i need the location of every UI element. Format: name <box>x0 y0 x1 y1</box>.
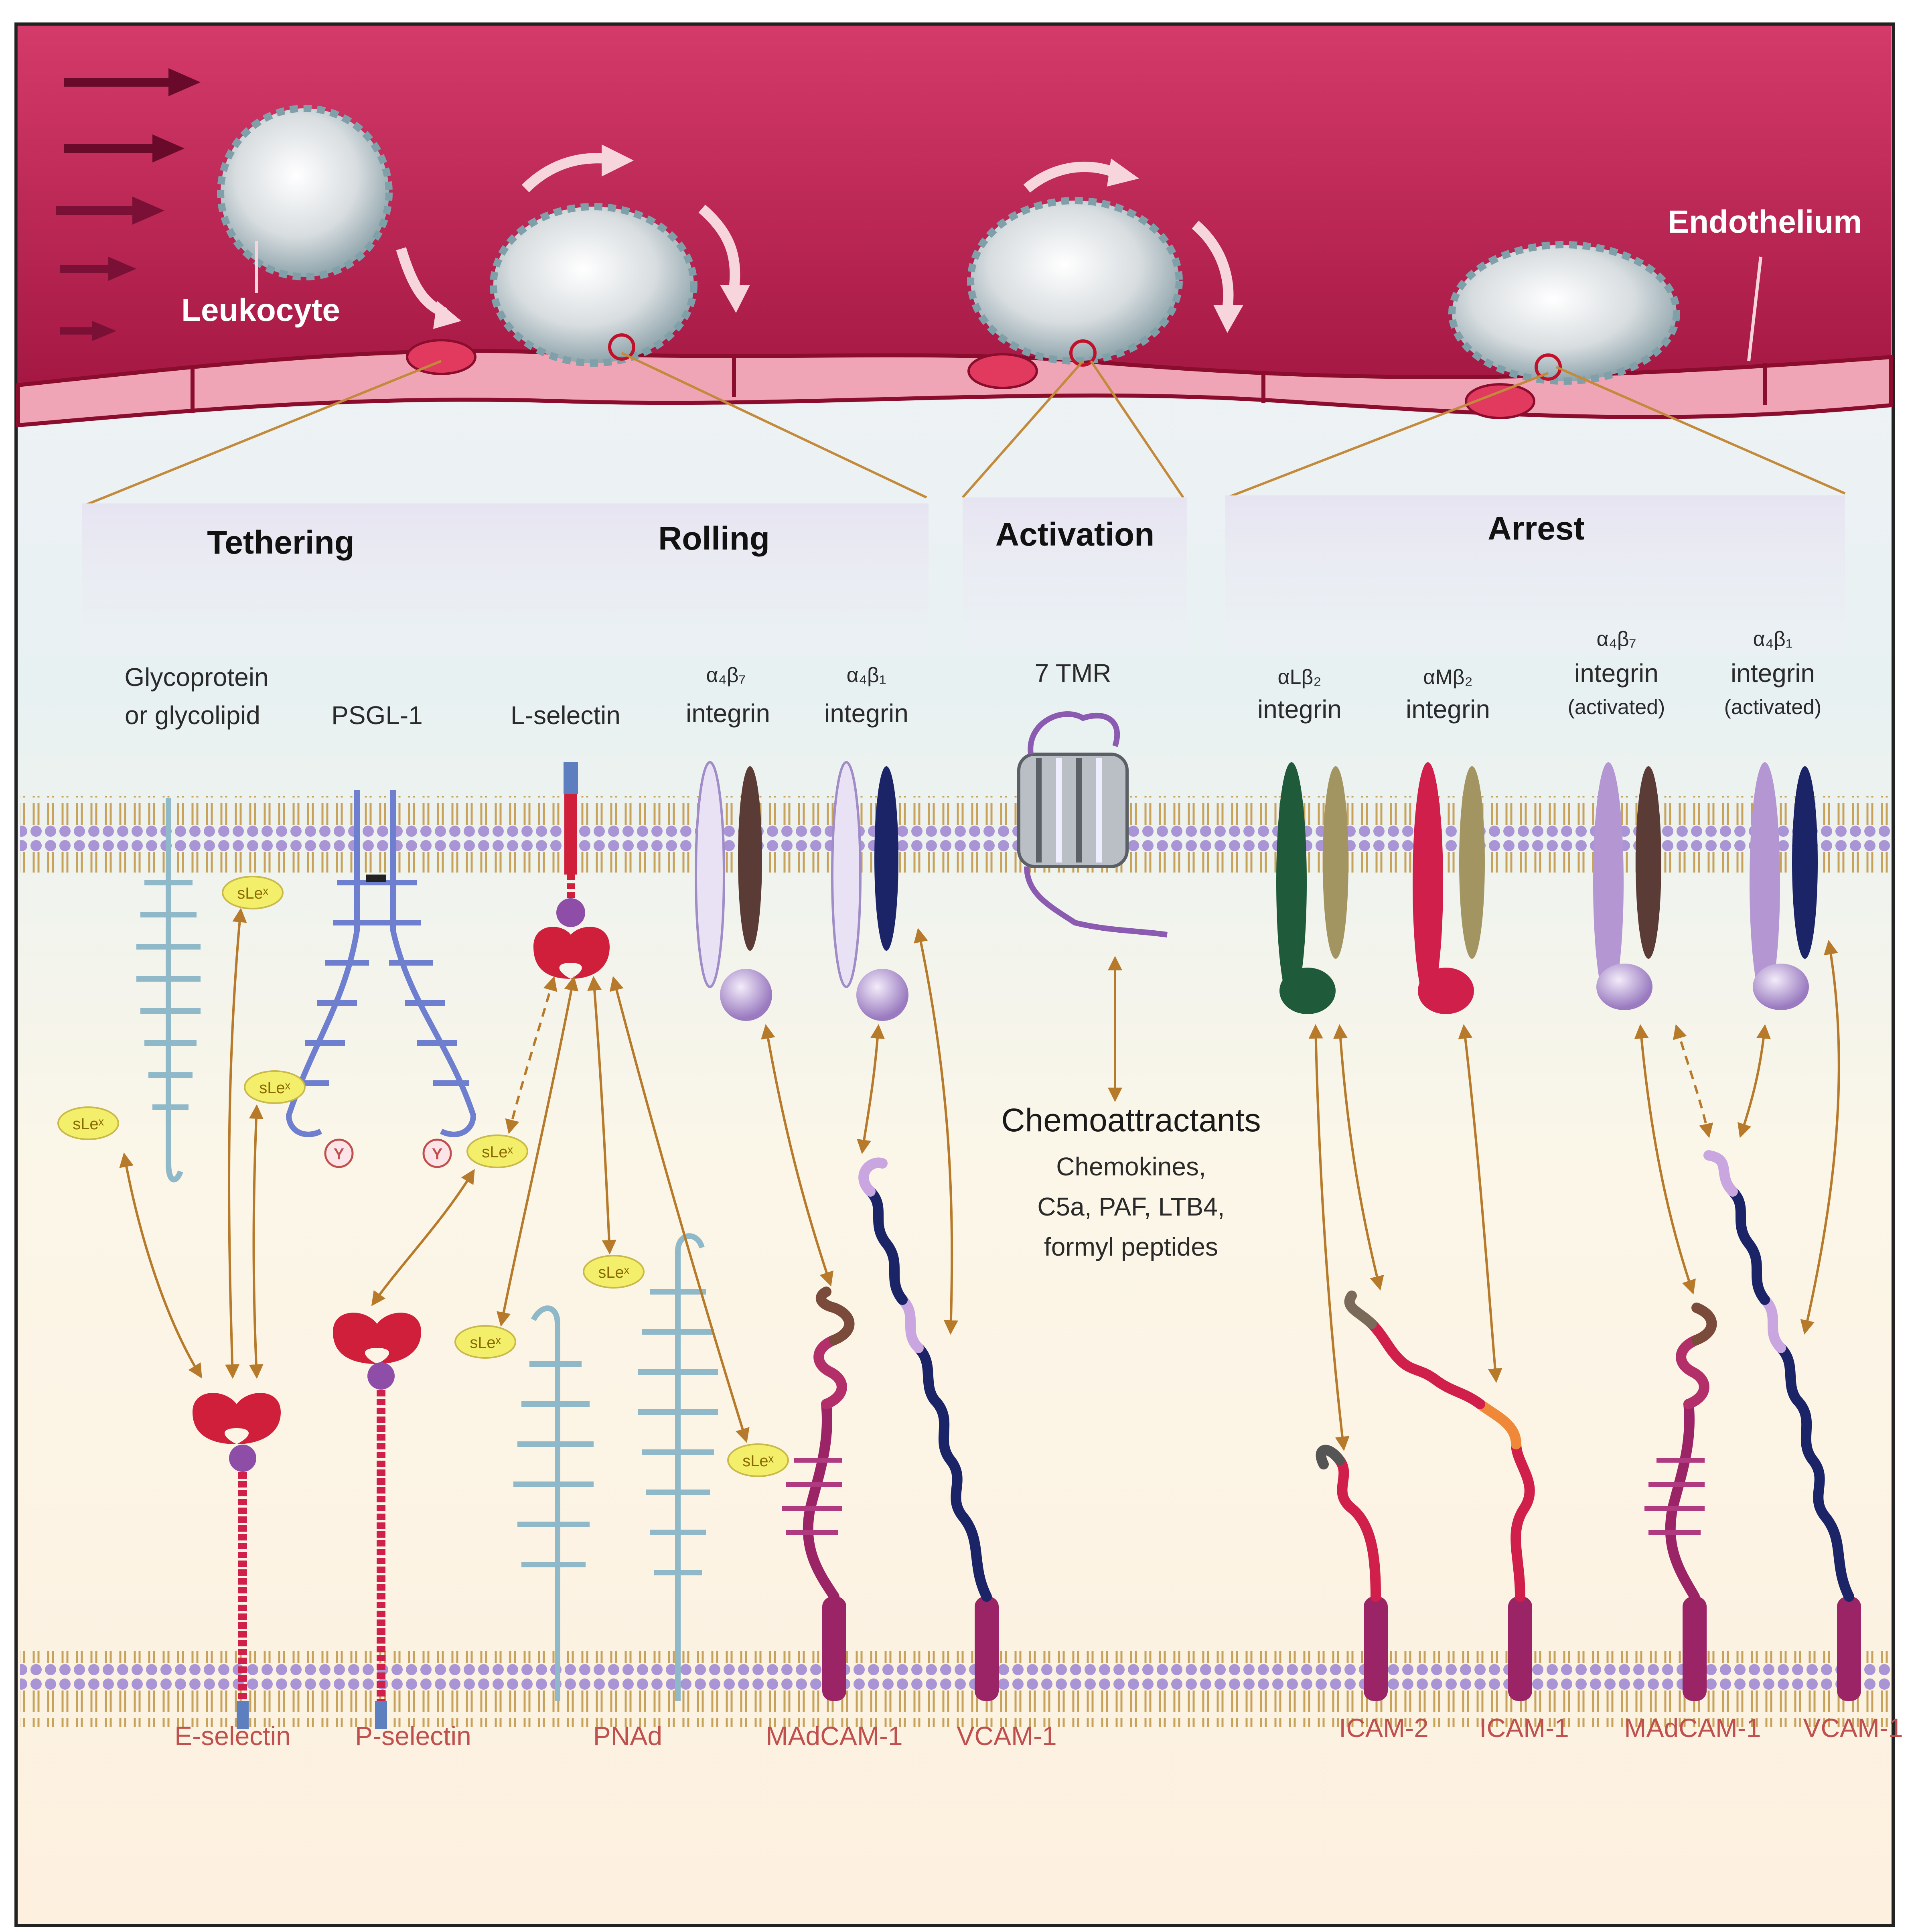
label-p-selectin: P-selectin <box>355 1721 471 1751</box>
label-7tmr: 7 TMR <box>1035 659 1111 688</box>
svg-text:Y: Y <box>432 1145 443 1163</box>
sle-badge-7: sLeˣ <box>728 1444 788 1476</box>
chemoattractants-title: Chemoattractants <box>1001 1102 1261 1138</box>
chemoattractants-line2: C5a, PAF, LTB4, <box>1037 1192 1225 1221</box>
label-icam1: ICAM-1 <box>1479 1713 1569 1743</box>
svg-text:sLeˣ: sLeˣ <box>73 1115 104 1133</box>
label-madcam1-b: MAdCAM-1 <box>1624 1713 1761 1743</box>
label-madcam1-a: MAdCAM-1 <box>766 1721 902 1751</box>
label-a4b1-word: integrin <box>824 699 908 728</box>
label-aLb2-greek: αLβ₂ <box>1277 666 1321 689</box>
sle-badge-5: sLeˣ <box>584 1256 644 1288</box>
svg-text:sLeˣ: sLeˣ <box>237 885 268 902</box>
svg-text:sLeˣ: sLeˣ <box>482 1143 513 1161</box>
leukocyte-rolling-2 <box>971 201 1179 365</box>
label-a4b7act-note: (activated) <box>1568 696 1665 719</box>
svg-text:sLeˣ: sLeˣ <box>259 1079 290 1097</box>
label-e-selectin: E-selectin <box>174 1721 291 1751</box>
endothelium-label: Endothelium <box>1668 204 1862 239</box>
psgl1-disulfide <box>366 875 386 882</box>
leukocyte-label: Leukocyte <box>181 292 340 328</box>
chemoattractants-line1: Chemokines, <box>1056 1152 1206 1181</box>
svg-text:sLeˣ: sLeˣ <box>598 1264 629 1281</box>
label-vcam1-a: VCAM-1 <box>957 1721 1056 1751</box>
label-a4b7act-word: integrin <box>1574 659 1659 688</box>
sle-badge-3: sLeˣ <box>245 1071 305 1103</box>
label-a4b1act-note: (activated) <box>1724 696 1822 719</box>
tyrosine-badge-2: Y <box>424 1140 451 1167</box>
label-psgl1: PSGL-1 <box>331 701 423 730</box>
label-glycoprotein-l1: Glycoprotein <box>124 663 268 692</box>
sle-badge-1: sLeˣ <box>223 877 283 909</box>
svg-text:Y: Y <box>334 1145 345 1163</box>
leukocyte-arrested <box>1452 245 1677 381</box>
leukocyte-rolling-1 <box>493 207 694 363</box>
sle-badge-6: sLeˣ <box>455 1326 515 1358</box>
stage-tethering: Tethering <box>207 524 354 561</box>
label-a4b7act-greek: α₄β₇ <box>1596 627 1636 651</box>
label-icam2: ICAM-2 <box>1339 1713 1429 1743</box>
label-aMb2-greek: αMβ₂ <box>1423 666 1472 689</box>
label-aLb2-word: integrin <box>1257 695 1342 724</box>
stage-activation: Activation <box>996 516 1154 553</box>
label-a4b1act-greek: α₄β₁ <box>1753 627 1793 651</box>
label-a4b1act-word: integrin <box>1731 659 1815 688</box>
label-l-selectin: L-selectin <box>511 701 620 730</box>
label-pnad: PNAd <box>593 1721 662 1751</box>
chemoattractants-line3: formyl peptides <box>1044 1232 1218 1261</box>
svg-text:sLeˣ: sLeˣ <box>742 1452 774 1470</box>
svg-text:sLeˣ: sLeˣ <box>470 1334 501 1352</box>
label-a4b1-greek: α₄β₁ <box>847 664 886 687</box>
tyrosine-badge-1: Y <box>325 1140 353 1167</box>
sle-badge-2: sLeˣ <box>58 1107 118 1139</box>
label-vcam1-b: VCAM-1 <box>1803 1713 1903 1743</box>
label-glycoprotein-l2: or glycolipid <box>125 701 260 730</box>
stage-arrest: Arrest <box>1488 510 1585 547</box>
label-a4b7-greek: α₄β₇ <box>706 664 746 687</box>
label-a4b7-word: integrin <box>686 699 770 728</box>
label-aMb2-word: integrin <box>1406 695 1490 724</box>
endothelial-membrane <box>20 1651 1891 1727</box>
leukocyte-free <box>221 108 389 277</box>
stage-rolling: Rolling <box>658 520 770 557</box>
sle-badge-4: sLeˣ <box>467 1135 527 1167</box>
